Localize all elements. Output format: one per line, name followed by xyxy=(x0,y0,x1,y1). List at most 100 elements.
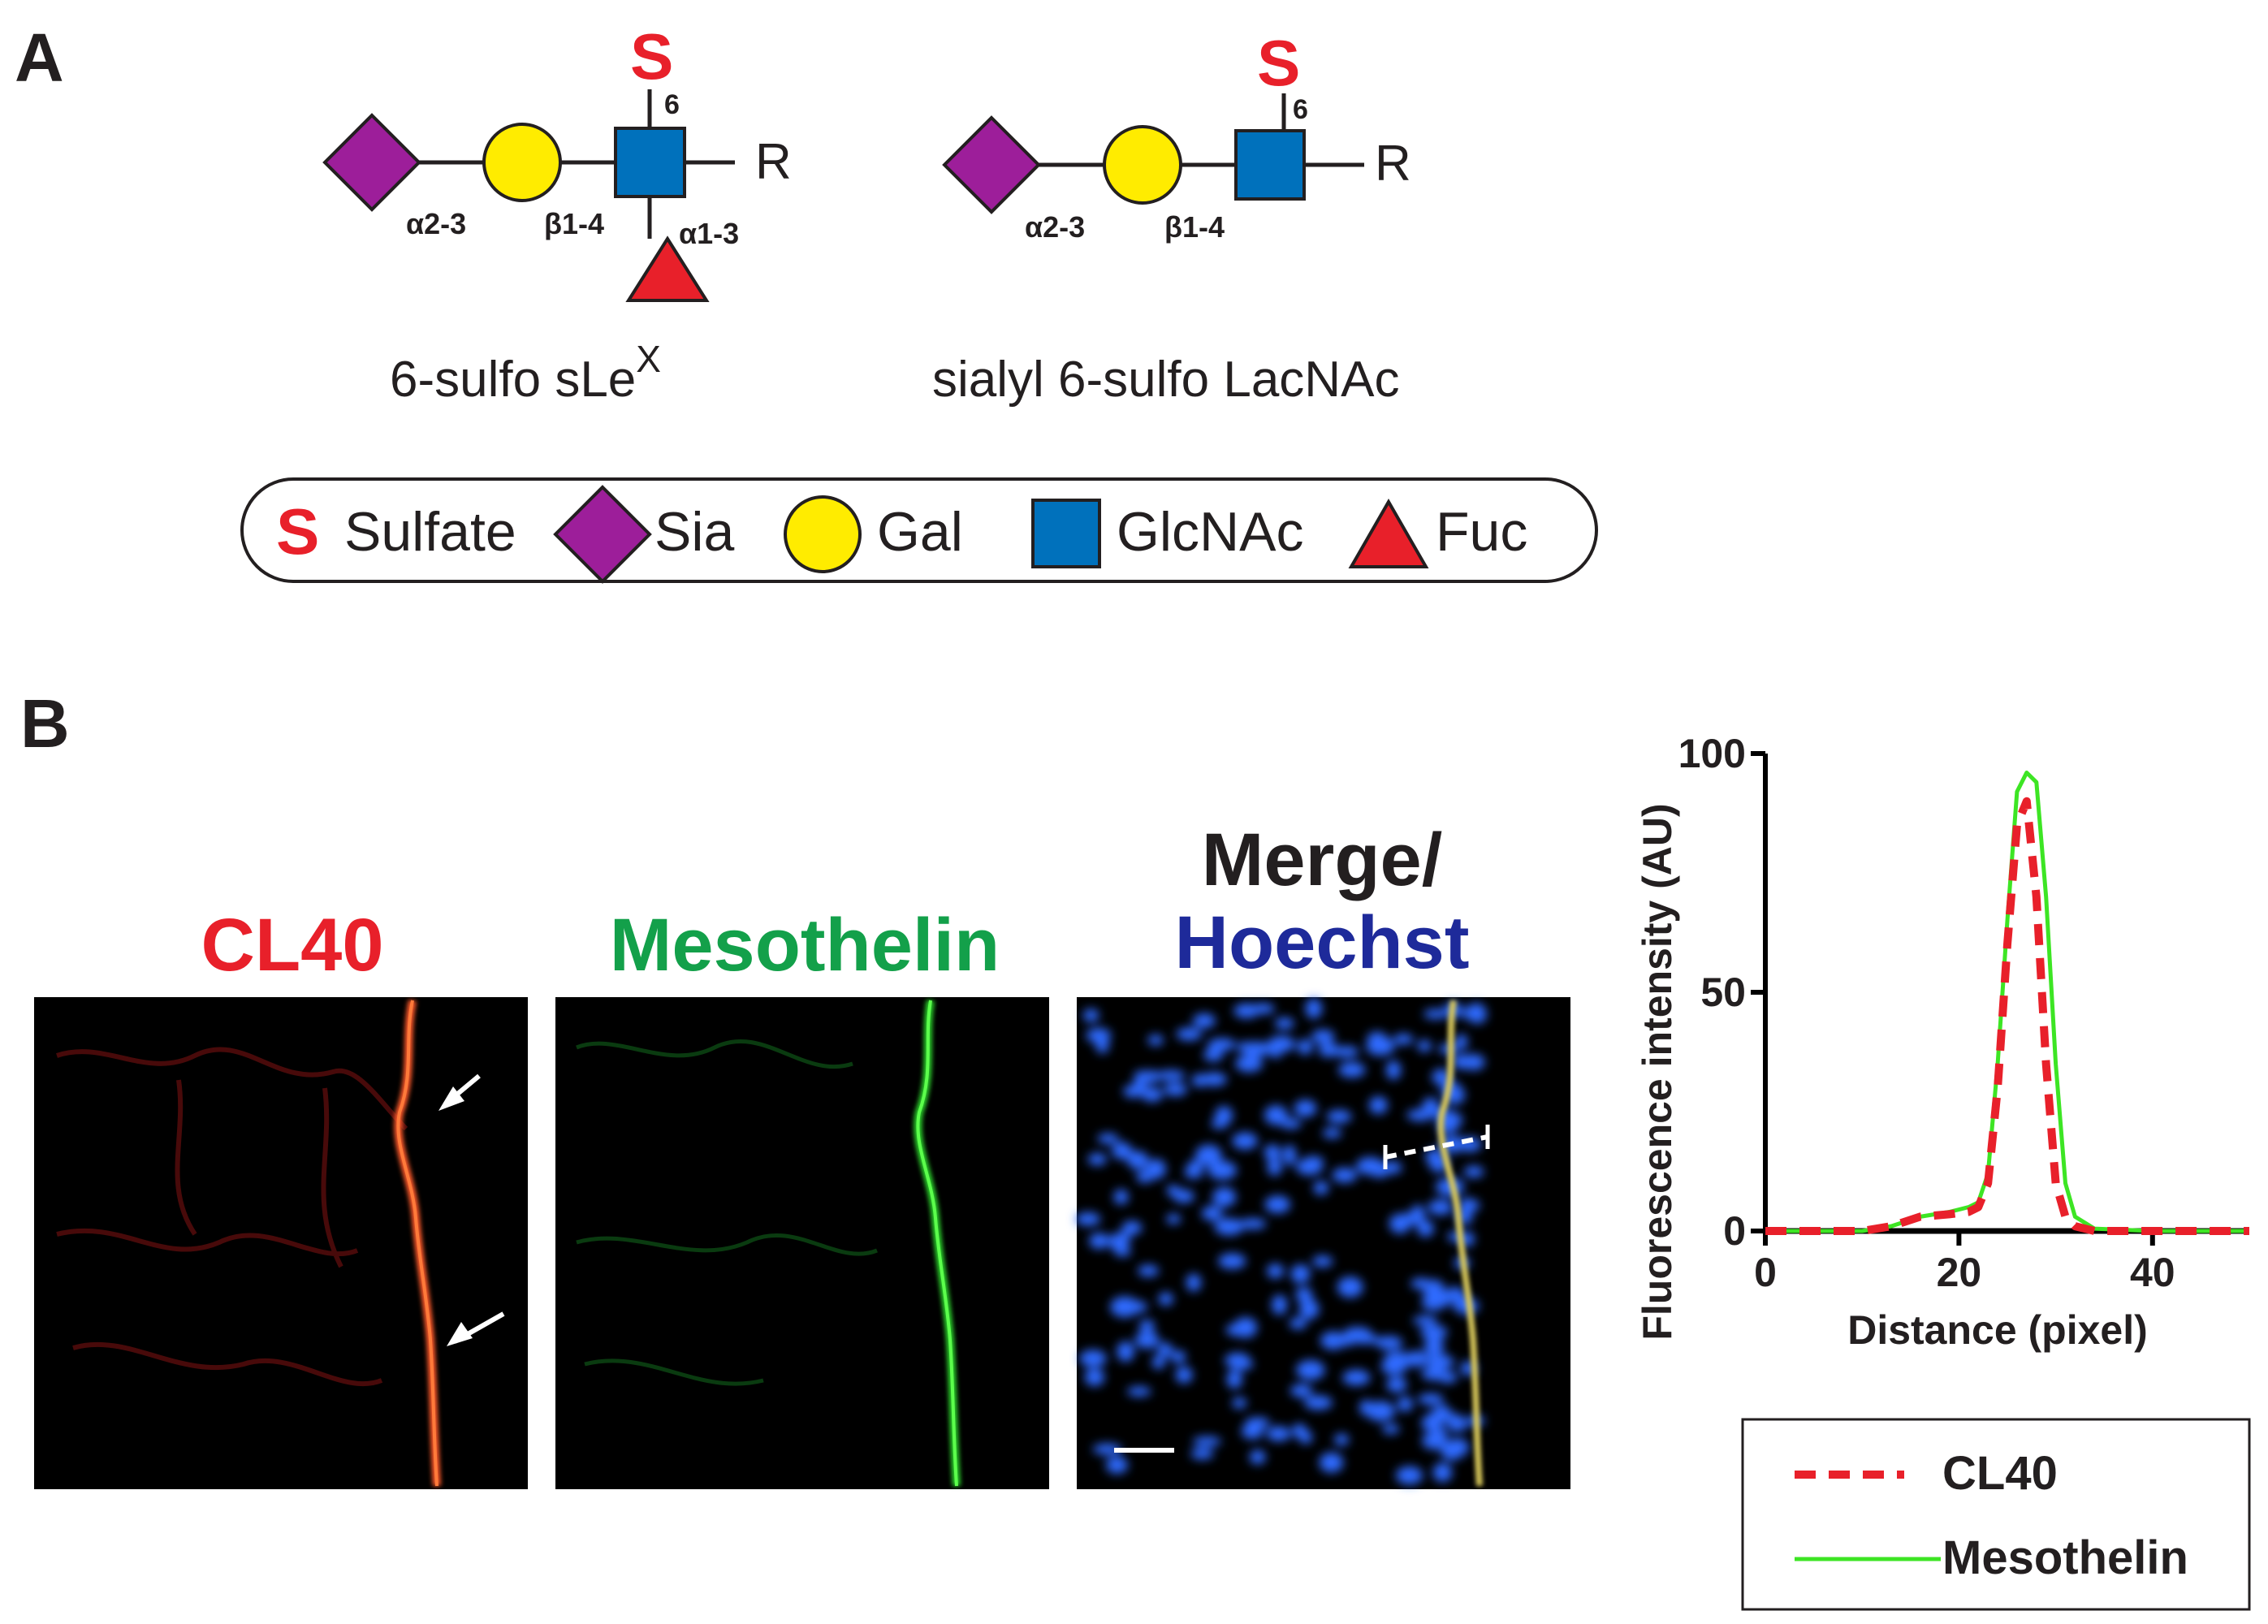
glycan-sialyl-6-sulfo-lacnac: S 6 α2-3 β1-4 R sialyl 6-sulfo LacNAc xyxy=(932,27,1411,408)
nucleus xyxy=(1186,1273,1202,1292)
series-line-mesothelin xyxy=(1765,771,2249,1233)
line-scan-path xyxy=(1385,1134,1488,1160)
linkage-label: α2-3 xyxy=(406,207,466,240)
nucleus xyxy=(1121,1220,1143,1235)
nucleus xyxy=(1143,1070,1160,1083)
nucleus xyxy=(1264,1105,1288,1125)
y-tick-label: 50 xyxy=(1700,970,1746,1015)
nucleus xyxy=(1322,1127,1341,1138)
nucleus xyxy=(1266,1426,1291,1441)
nucleus xyxy=(1295,1159,1324,1176)
glycan-name: 6-sulfo sLeX xyxy=(390,338,661,408)
nucleus xyxy=(1389,1213,1411,1234)
nucleus xyxy=(1218,1253,1246,1269)
nucleus xyxy=(1397,1396,1413,1412)
chart-series xyxy=(1765,771,2249,1235)
nucleus xyxy=(1359,1399,1373,1416)
nucleus xyxy=(1201,1206,1223,1221)
nucleus xyxy=(1294,1099,1317,1117)
nucleus xyxy=(1338,1062,1366,1078)
nucleus xyxy=(1267,1263,1284,1279)
nucleus xyxy=(1423,1287,1438,1300)
nucleus xyxy=(1267,1158,1282,1176)
nucleus xyxy=(1290,1384,1313,1397)
nucleus xyxy=(1320,1331,1346,1350)
nucleus xyxy=(1405,1350,1428,1367)
sulfate-position-label: 6 xyxy=(664,89,680,120)
chart-legend: CL40 Mesothelin xyxy=(1741,1418,2251,1611)
legend-glcnac-label: GlcNAc xyxy=(1117,501,1303,563)
legend-glcnac-square-icon xyxy=(1031,499,1101,568)
nucleus xyxy=(1207,1160,1238,1180)
nucleus xyxy=(1127,1386,1151,1397)
nucleus xyxy=(1134,1331,1160,1349)
series-line-cl40 xyxy=(1765,797,2249,1235)
nucleus xyxy=(1235,1055,1264,1073)
nucleus xyxy=(1097,1133,1119,1144)
legend-sia-diamond-icon xyxy=(553,485,652,584)
nucleus xyxy=(1075,1212,1101,1226)
sialic-acid-diamond-icon xyxy=(322,113,421,212)
x-tick-label: 0 xyxy=(1754,1250,1777,1295)
mesothelin-micrograph xyxy=(555,997,1049,1489)
nucleus xyxy=(1422,1097,1439,1117)
nucleus xyxy=(1424,1337,1444,1357)
nucleus xyxy=(1410,1204,1425,1225)
reducing-end-label: R xyxy=(755,134,792,190)
y-axis-title: Fluorescence intensity (AU) xyxy=(1635,803,1680,1340)
nucleus xyxy=(1203,1047,1224,1062)
nucleus xyxy=(1138,1320,1156,1332)
nucleus xyxy=(1305,998,1323,1019)
nucleus xyxy=(1385,1060,1402,1080)
nucleus xyxy=(1207,1038,1236,1051)
nucleus xyxy=(1156,1069,1186,1082)
merge-membrane-signal xyxy=(1437,1000,1483,1487)
nucleus xyxy=(1272,1294,1288,1315)
nucleus xyxy=(1298,1298,1320,1320)
cl40-image-background xyxy=(34,997,528,1489)
nucleus xyxy=(1190,1448,1214,1460)
nucleus xyxy=(1158,1292,1173,1306)
nucleus xyxy=(1086,1027,1112,1043)
panel-a-letter: A xyxy=(15,19,64,96)
nucleus xyxy=(1382,1423,1400,1435)
legend-fuc-label: Fuc xyxy=(1436,501,1527,563)
legend-sulfate-label: Sulfate xyxy=(344,501,516,563)
arrow-icon xyxy=(447,1311,505,1346)
nucleus xyxy=(1166,1213,1182,1224)
nucleus xyxy=(1082,1009,1099,1022)
nucleus xyxy=(1106,1456,1128,1474)
nucleus xyxy=(1114,1246,1131,1257)
nucleus xyxy=(1249,1449,1266,1465)
legend-sulfate-symbol: S xyxy=(276,495,319,568)
nucleus xyxy=(1192,1013,1216,1029)
nucleus xyxy=(1432,1405,1452,1423)
nucleus xyxy=(1420,1324,1448,1340)
nucleus xyxy=(1110,1296,1139,1318)
nucleus xyxy=(1366,1401,1396,1422)
nucleus xyxy=(1428,1199,1453,1216)
x-tick-label: 20 xyxy=(1937,1250,1982,1295)
nucleus xyxy=(1298,1430,1313,1445)
nucleus xyxy=(1463,1165,1484,1178)
nucleus xyxy=(1113,1189,1129,1205)
nucleus xyxy=(1214,1218,1244,1236)
linkage-label: β1-4 xyxy=(1164,210,1225,244)
nucleus xyxy=(1295,1287,1313,1302)
nucleus xyxy=(1350,1334,1380,1345)
x-axis-title: Distance (pixel) xyxy=(1847,1307,2148,1353)
nucleus xyxy=(1423,1009,1447,1019)
nucleus xyxy=(1212,1187,1237,1207)
nucleus xyxy=(1117,1232,1130,1248)
nucleus xyxy=(1089,1233,1109,1249)
nucleus xyxy=(1280,1118,1302,1129)
nucleus xyxy=(1296,1359,1325,1380)
nucleus xyxy=(1211,1118,1229,1129)
nucleus xyxy=(1438,1371,1458,1384)
nucleus xyxy=(1151,1355,1166,1369)
nucleus xyxy=(1232,1397,1247,1409)
y-tick-label: 100 xyxy=(1678,731,1746,776)
nucleus xyxy=(1396,1466,1423,1485)
nucleus xyxy=(1334,1433,1350,1446)
nucleus xyxy=(1136,1170,1154,1183)
